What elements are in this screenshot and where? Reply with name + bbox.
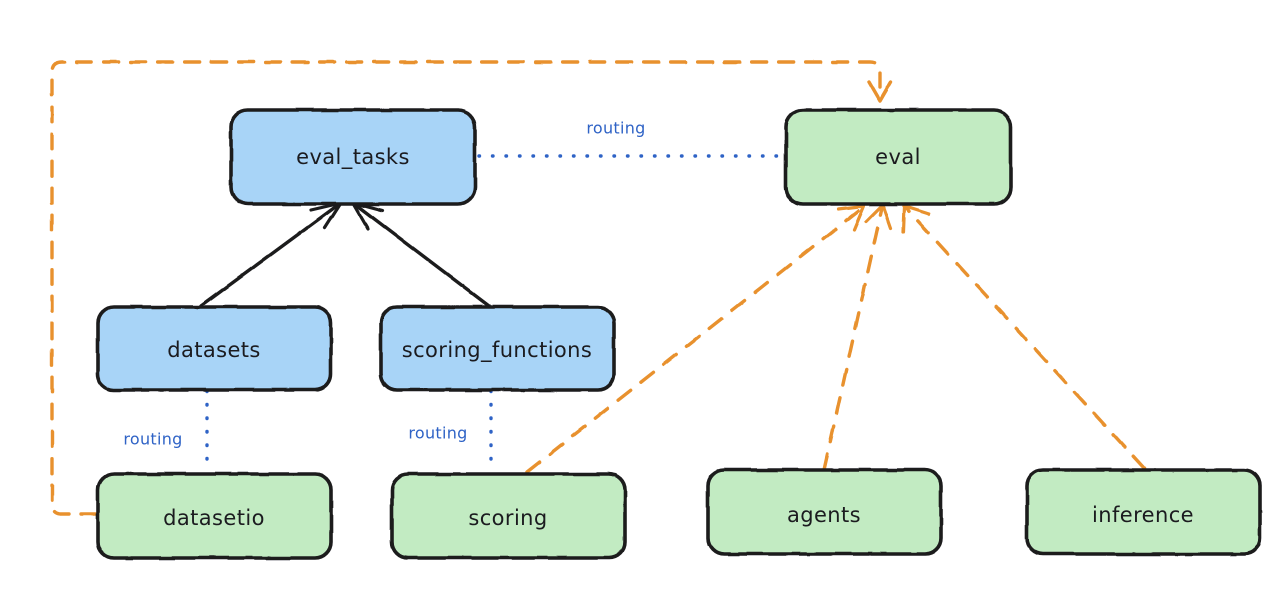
node-scoring-shape [390,472,627,560]
node-datasets[interactable]: datasets [96,305,333,392]
edge-datasets-to-eval-tasks [199,201,343,308]
node-eval-tasks[interactable]: eval_tasks [229,108,477,206]
node-datasetio-label: datasetio [163,506,265,530]
node-eval-tasks-label: eval_tasks [296,145,410,170]
node-datasets-shape [96,305,333,392]
node-inference-label: inference [1092,503,1194,527]
node-scoring-functions-label: scoring_functions [402,338,592,363]
node-scoring-functions-shape [379,305,616,392]
node-inference[interactable]: inference [1025,468,1262,556]
edge-inference-to-eval [901,204,1146,470]
node-agents[interactable]: agents [706,468,943,556]
node-scoring-label: scoring [468,506,547,530]
edge-agents-to-eval [822,203,893,472]
edge-scoring-functions-to-eval-tasks [351,201,491,308]
node-inference-shape [1025,468,1262,556]
edge-label-routing-eval: routing [586,119,645,138]
node-scoring[interactable]: scoring [390,472,627,560]
node-agents-label: agents [787,503,861,527]
edge-label-routing-datasetio: routing [123,430,182,449]
node-eval[interactable]: eval [784,108,1013,206]
node-datasets-label: datasets [167,338,261,362]
node-eval-shape [784,108,1013,206]
node-datasetio[interactable]: datasetio [96,472,333,560]
node-scoring-functions[interactable]: scoring_functions [379,305,616,392]
node-eval-label: eval [875,145,921,169]
node-eval-tasks-shape [229,108,477,206]
node-agents-shape [706,468,943,556]
edge-datasetio-to-eval [50,60,893,516]
node-datasetio-shape [96,472,333,560]
edge-scoring-to-eval [525,204,866,474]
edge-label-routing-scoring: routing [408,424,467,443]
